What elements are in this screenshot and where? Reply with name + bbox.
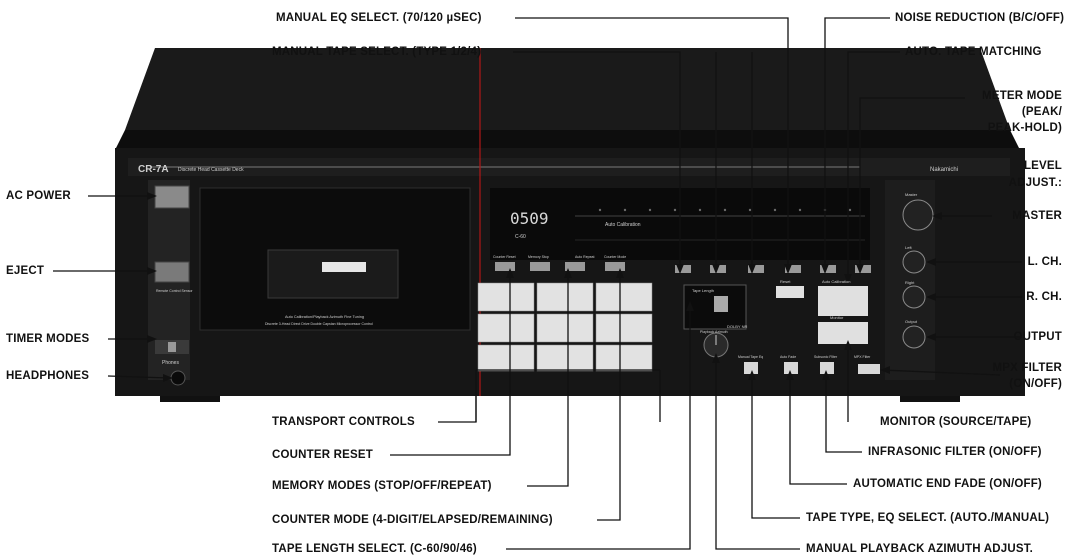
monitor-text: Monitor <box>830 315 844 320</box>
left-knob-shape[interactable] <box>903 251 925 273</box>
remote-text: Remote Control Sensor <box>156 289 193 293</box>
nr-logo: DOLBY NR <box>727 324 747 329</box>
label-meter-mode-3: PEAK-HOLD) <box>988 122 1062 135</box>
subsonic-filter-text: Subsonic Filter <box>814 355 838 359</box>
display-auto-cal: Auto Calibration <box>605 222 641 228</box>
label-mpx-filter-2: (ON/OFF) <box>1009 378 1062 391</box>
label-auto-tape-matching: AUTO. TAPE MATCHING <box>905 46 1042 59</box>
right-knob-shape[interactable] <box>903 286 925 308</box>
label-infrasonic-filter: INFRASONIC FILTER (ON/OFF) <box>868 446 1042 459</box>
label-counter-reset: COUNTER RESET <box>272 449 373 462</box>
tape-length-text: Tape Length <box>692 288 714 293</box>
label-level-adjust-1: LEVEL <box>1024 160 1062 173</box>
label-ac-power: AC POWER <box>6 190 71 203</box>
phones-text: Phones <box>162 360 179 366</box>
label-output: OUTPUT <box>1014 331 1062 344</box>
display-tape: C-60 <box>515 234 526 240</box>
label-eject: EJECT <box>6 265 44 278</box>
label-manual-eq-select: MANUAL EQ SELECT. (70/120 µSEC) <box>276 12 482 25</box>
label-headphones: HEADPHONES <box>6 370 89 383</box>
auto-cal-panel-text: Auto Calibration <box>822 279 850 284</box>
label-auto-end-fade: AUTOMATIC END FADE (ON/OFF) <box>853 478 1042 491</box>
label-meter-mode-2: (PEAK/ <box>1022 106 1062 119</box>
mechanism-text-1: Auto Calibration/Playback Azimuth Fine T… <box>285 315 364 319</box>
label-memory-modes: MEMORY MODES (STOP/OFF/REPEAT) <box>272 480 492 493</box>
mechanism-text-2: Discrete 3-Head Direct Drive Double Caps… <box>265 322 373 326</box>
auto-fade-text: Auto Fade <box>780 355 796 359</box>
right-text: Right <box>905 280 915 285</box>
label-transport-controls: TRANSPORT CONTROLS <box>272 416 415 429</box>
output-knob-shape[interactable] <box>903 326 925 348</box>
label-l-ch: L. CH. <box>1028 256 1062 269</box>
power-button-shape[interactable] <box>155 186 189 208</box>
label-master: MASTER <box>1012 210 1062 223</box>
master-knob-shape[interactable] <box>903 200 933 230</box>
label-tape-length-select: TAPE LENGTH SELECT. (C-60/90/46) <box>272 543 477 556</box>
counter-reset-btn-text: Counter Reset <box>493 255 516 259</box>
label-r-ch: R. CH. <box>1026 291 1062 304</box>
counter-mode-btn-text: Counter Mode <box>604 255 626 259</box>
label-level-adjust-2: ADJUST.: <box>1009 177 1062 190</box>
master-text: Master <box>905 192 918 197</box>
output-text: Output <box>905 319 918 324</box>
label-azimuth-adjust: MANUAL PLAYBACK AZIMUTH ADJUST. <box>806 543 1033 556</box>
counter-display: 0509 <box>510 209 549 228</box>
label-meter-mode-1: METER MODE <box>982 90 1062 103</box>
manual-tape-eq-text: Manual Tape Eq <box>738 355 763 359</box>
label-counter-mode: COUNTER MODE (4-DIGIT/ELAPSED/REMAINING) <box>272 514 553 527</box>
deck-model: CR-7A <box>138 164 169 175</box>
label-monitor: MONITOR (SOURCE/TAPE) <box>880 416 1031 429</box>
reset-text: Reset <box>780 279 791 284</box>
label-noise-reduction: NOISE REDUCTION (B/C/OFF) <box>895 12 1064 25</box>
deck-brand: Nakamichi <box>930 167 958 173</box>
memory-btn-text: Memory Stop <box>528 255 549 259</box>
mpx-filter-text: MPX Filter <box>854 355 871 359</box>
auto-repeat-btn-text: Auto Repeat <box>575 255 594 259</box>
cassette-window <box>268 250 398 298</box>
label-tape-type-eq: TAPE TYPE, EQ SELECT. (AUTO./MANUAL) <box>806 512 1049 525</box>
headphone-jack-shape <box>171 371 185 385</box>
deck-top-cover <box>125 48 1010 130</box>
label-manual-tape-select: MANUAL TAPE SELECT. (TYPE 1/2/4) <box>272 46 481 59</box>
left-text: Left <box>905 245 913 250</box>
label-mpx-filter-1: MPX FILTER <box>992 362 1062 375</box>
label-timer-modes: TIMER MODES <box>6 333 89 346</box>
eject-button-shape[interactable] <box>155 262 189 282</box>
transport-button-grid[interactable] <box>478 283 652 371</box>
deck-subtitle: Discrete Head Cassette Deck <box>178 167 244 173</box>
azimuth-text: Playback Azimuth <box>700 330 728 334</box>
